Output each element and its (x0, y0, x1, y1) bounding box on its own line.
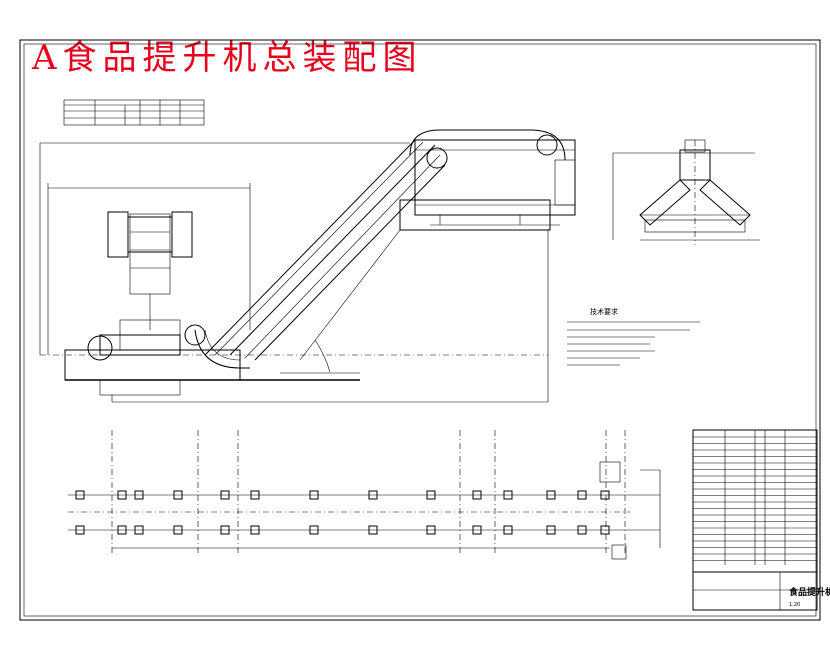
foundation-plan-view (68, 430, 661, 560)
inner-frame (23, 43, 817, 617)
foundation-pad (117, 525, 127, 535)
foundation-pad (503, 490, 513, 500)
foundation-pad (134, 490, 144, 500)
scale-label: 1:20 (789, 602, 800, 608)
inclined-conveyor (194, 139, 551, 374)
foundation-pad (134, 525, 144, 535)
foundation-pad (368, 490, 378, 500)
foundation-pad (472, 490, 482, 500)
foundation-pad (75, 525, 85, 535)
foundation-pad (309, 525, 319, 535)
foundation-pad (220, 525, 230, 535)
foundation-pad (75, 490, 85, 500)
foundation-pad (173, 525, 183, 535)
foundation-pad (220, 490, 230, 500)
foundation-pad (546, 525, 556, 535)
foundation-pad (577, 525, 587, 535)
foundation-pad (173, 490, 183, 500)
foundation-pad (600, 525, 610, 535)
drawing-title: A食品提升机总装配图 (32, 38, 423, 78)
main-elevation-view (39, 129, 576, 403)
drawing-name-label: 食品提升机 (788, 586, 830, 598)
foundation-pad (250, 490, 260, 500)
tech-requirements-heading: 技术要求 (590, 307, 618, 316)
title-block: 食品提升机 1:20 (692, 429, 830, 611)
foundation-pad (117, 490, 127, 500)
side-view (612, 139, 760, 245)
foundation-pad (600, 490, 610, 500)
outer-frame (19, 39, 821, 621)
foundation-pad (426, 490, 436, 500)
foundation-pad (472, 525, 482, 535)
tech-requirements: 技术要求 (567, 307, 700, 366)
foundation-pad (368, 525, 378, 535)
foundation-pad (426, 525, 436, 535)
top-conveyor-head (409, 129, 576, 226)
foundation-pad (546, 490, 556, 500)
foundation-pad (577, 490, 587, 500)
foundation-pad (503, 525, 513, 535)
foundation-pad (309, 490, 319, 500)
foundation-pad (250, 525, 260, 535)
parameter-table (63, 99, 205, 126)
